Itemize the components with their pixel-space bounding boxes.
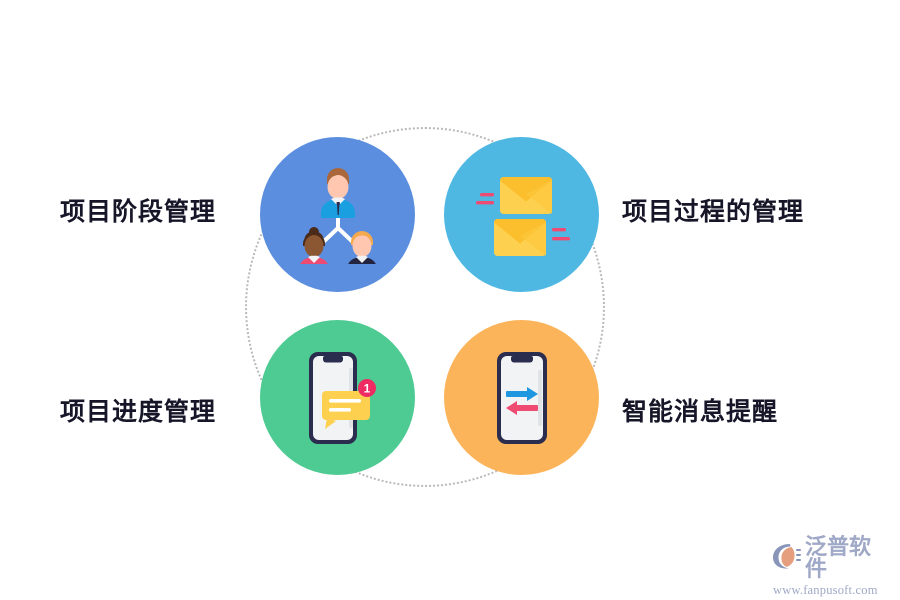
label-process-management: 项目过程的管理 xyxy=(622,198,805,226)
phone-transfer-arrows-icon xyxy=(491,348,553,448)
label-stage-management: 项目阶段管理 xyxy=(60,198,217,226)
people-org-chart-icon xyxy=(295,166,381,264)
node-circle-process[interactable] xyxy=(444,137,599,292)
two-envelopes-icon xyxy=(474,169,570,261)
watermark-brand: 泛普软件 xyxy=(805,534,872,581)
watermark-url: www.fanpusoft.com xyxy=(773,583,878,597)
dotted-connector-ring xyxy=(245,127,605,487)
node-circle-message[interactable] xyxy=(444,320,599,475)
label-smart-message: 智能消息提醒 xyxy=(622,398,779,426)
fanpu-logo-mark-icon xyxy=(772,542,802,575)
label-progress-management: 项目进度管理 xyxy=(60,398,217,426)
phone-chat-notification-icon: 1 xyxy=(295,348,381,448)
notification-badge-count: 1 xyxy=(363,381,370,395)
node-circle-stage[interactable] xyxy=(260,137,415,292)
node-circle-progress[interactable]: 1 xyxy=(260,320,415,475)
watermark-logo: 泛普软件 www.fanpusoft.com xyxy=(772,534,892,597)
